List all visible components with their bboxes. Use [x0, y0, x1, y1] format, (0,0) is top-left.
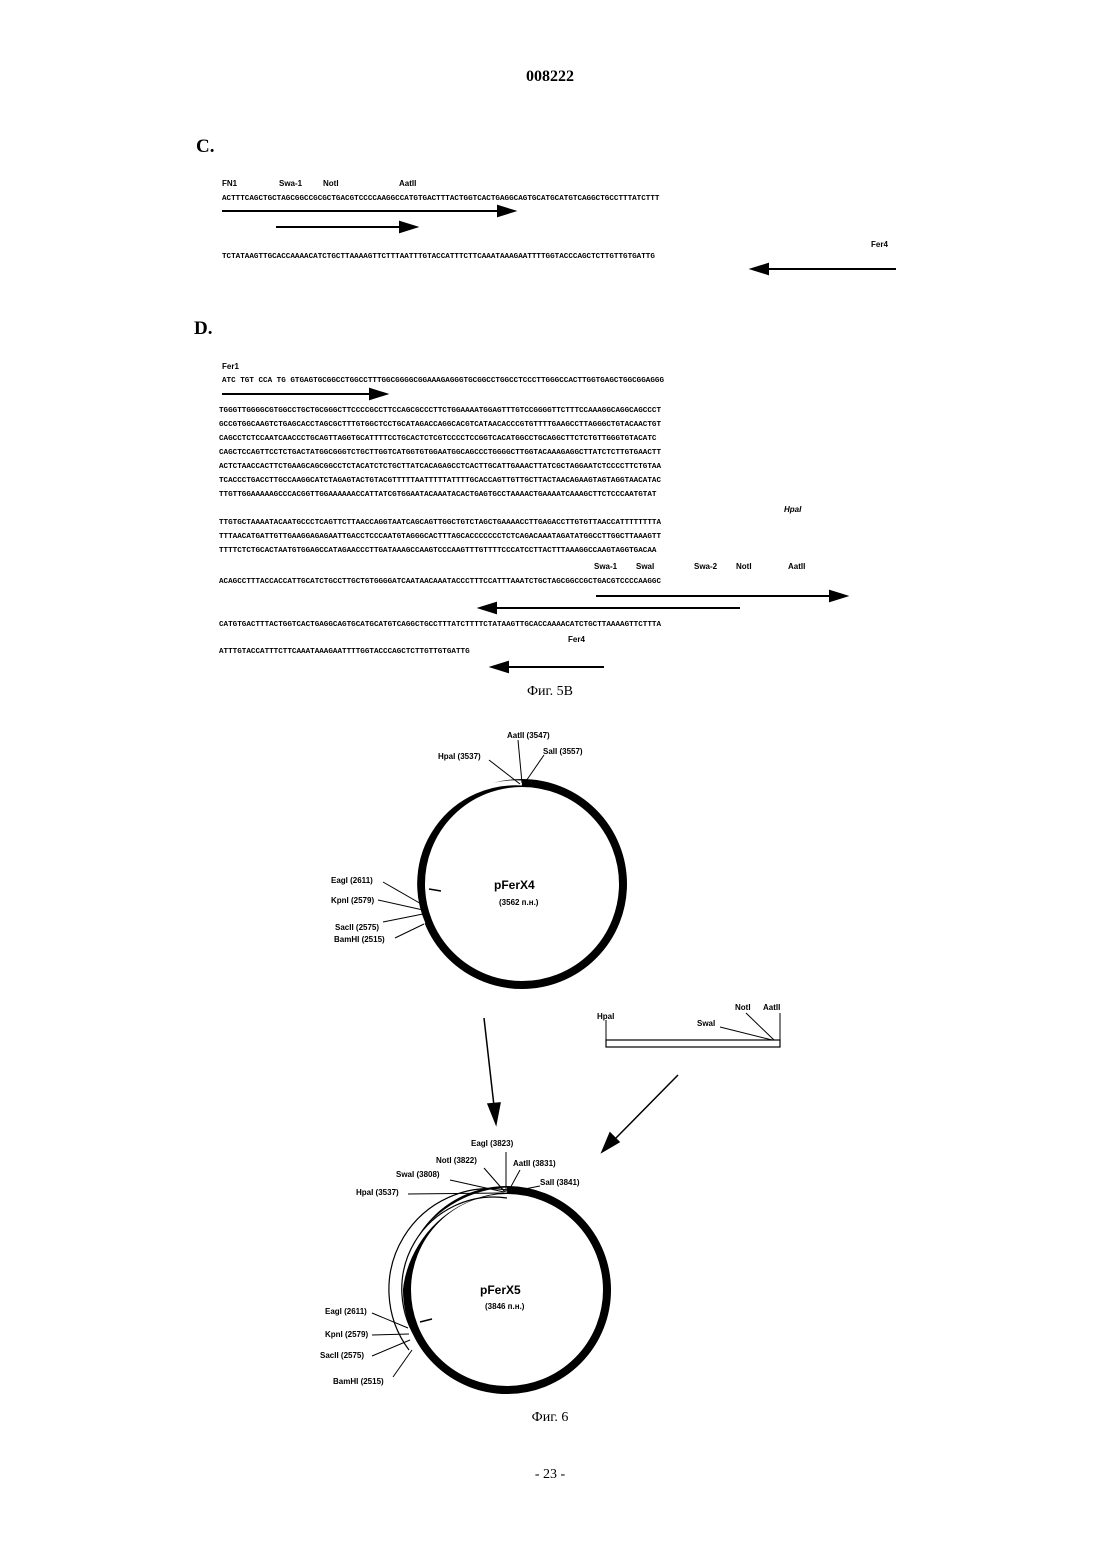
arrow-head — [498, 206, 514, 216]
flow-arrows — [484, 1018, 678, 1152]
pferx5-size: (3846 п.н.) — [485, 1302, 524, 1311]
pferx4-label-hpai: HpaI (3537) — [438, 752, 481, 761]
figure-6-caption: Фиг. 6 — [0, 1410, 1100, 1426]
pferx5-label-hpai: HpaI (3537) — [356, 1188, 399, 1197]
pferx5-map — [372, 1152, 607, 1390]
sequence-line: CATGTGACTTTACTGGTCACTGAGGCAGTGCATGCATGTC… — [219, 618, 661, 633]
fragment-label-aatii: AatII — [763, 1003, 780, 1012]
fragment-label-swai: SwaI — [697, 1019, 715, 1028]
figure-6-plasmid-maps — [0, 720, 1100, 1420]
sequence-line: ATTTGTACCATTTCTTCAAATAAAGAATTTTGGTACCCAG… — [219, 645, 470, 660]
figure-5b-caption: Фиг. 5B — [0, 684, 1100, 700]
sequence-line: TCACCCTGACCTTGCCAAGGCATCTAGAGTACTGTACGTT… — [219, 474, 661, 489]
panel-d-label: D. — [194, 318, 212, 340]
pferx5-label-eagi: EagI (3823) — [471, 1139, 513, 1148]
pferx4-size: (3562 п.н.) — [499, 898, 538, 907]
pferx5-label-eagi2: EagI (2611) — [325, 1307, 367, 1316]
primer-arrows — [0, 0, 1100, 720]
arrow-head — [752, 264, 768, 274]
sequence-line: TGGGTTGGGGCGTGGCCTGCTGCGGGCTTCCCCGCCTTCC… — [219, 404, 661, 419]
pferx5-label-sacii: SacII (2575) — [320, 1351, 364, 1360]
sequence-line: ACAGCCTTTACCACCATTGCATCTGCCTTGCTGTGGGGAT… — [219, 575, 661, 590]
fragment-label-hpai: HpaI — [597, 1012, 614, 1021]
arrow-head — [830, 591, 846, 601]
pferx5-label-noti: NotI (3822) — [436, 1156, 477, 1165]
pferx5-label-kpni: KpnI (2579) — [325, 1330, 368, 1339]
pferx5-label-aatii: AatII (3831) — [513, 1159, 556, 1168]
pferx4-label-sali: SalI (3557) — [543, 747, 583, 756]
pferx5-label-swai: SwaI (3808) — [396, 1170, 440, 1179]
site-label-swa2: Swa-2 — [694, 562, 717, 571]
insert-fragment — [606, 1013, 780, 1047]
pferx4-map — [378, 740, 623, 985]
arrow-head — [492, 662, 508, 672]
arrow-head — [400, 222, 416, 232]
site-label-swa1: Swa-1 — [594, 562, 617, 571]
sequence-line: CAGCTCCAGTTCCTCTGACTATGGCGGGTCTGCTTGGTCA… — [219, 446, 661, 461]
sequence-line: TTGTTGGAAAAAGCCCACGGTTGGAAAAAACCATTATCGT… — [219, 488, 656, 503]
pferx4-name: pFerX4 — [494, 878, 535, 892]
site-label-fer4: Fer4 — [568, 635, 585, 644]
sequence-line: CAGCCTCTCCAATCAACCCTGCAGTTAGGTGCATTTTCCT… — [219, 432, 656, 447]
arrow-head — [480, 603, 496, 613]
site-label-hpai: HpaI — [784, 505, 801, 514]
site-label-noti: NotI — [736, 562, 752, 571]
pferx4-label-eagi: EagI (2611) — [331, 876, 373, 885]
pferx5-name: pFerX5 — [480, 1283, 521, 1297]
sequence-line: GCCGTGGCAAGTCTGAGCACCTAGCGCTTTGTGGCTCCTG… — [219, 418, 661, 433]
sequence-line: ACTCTAACCACTTCTGAAGCAGCGGCCTCTACATCTCTGC… — [219, 460, 661, 475]
pferx4-label-bamhi: BamHI (2515) — [334, 935, 385, 944]
sequence-line: ATC TGT CCA TG GTGAGTGCGGCCTGGCCTTTGGCGG… — [222, 374, 664, 389]
pferx5-label-sali: SalI (3841) — [540, 1178, 580, 1187]
sequence-line: TTTAACATGATTGTTGAAGGAGAGAATTGACCTCCCAATG… — [219, 530, 661, 545]
pferx4-label-sacii: SacII (2575) — [335, 923, 379, 932]
pferx5-label-bamhi: BamHI (2515) — [333, 1377, 384, 1386]
pferx4-label-aatii: AatII (3547) — [507, 731, 550, 740]
sequence-line: TTTTCTCTGCACTAATGTGGAGCCATAGAACCCTTGATAA… — [219, 544, 656, 559]
fragment-label-noti: NotI — [735, 1003, 751, 1012]
page-number: - 23 - — [0, 1467, 1100, 1483]
site-label-aatii: AatII — [788, 562, 805, 571]
arrow-head — [370, 389, 386, 399]
site-label-fer1: Fer1 — [222, 362, 239, 371]
site-label-swai: SwaI — [636, 562, 654, 571]
sequence-line: TTGTGCTAAAATACAATGCCCTCAGTTCTTAACCAGGTAA… — [219, 516, 661, 531]
pferx4-label-kpni: KpnI (2579) — [331, 896, 374, 905]
